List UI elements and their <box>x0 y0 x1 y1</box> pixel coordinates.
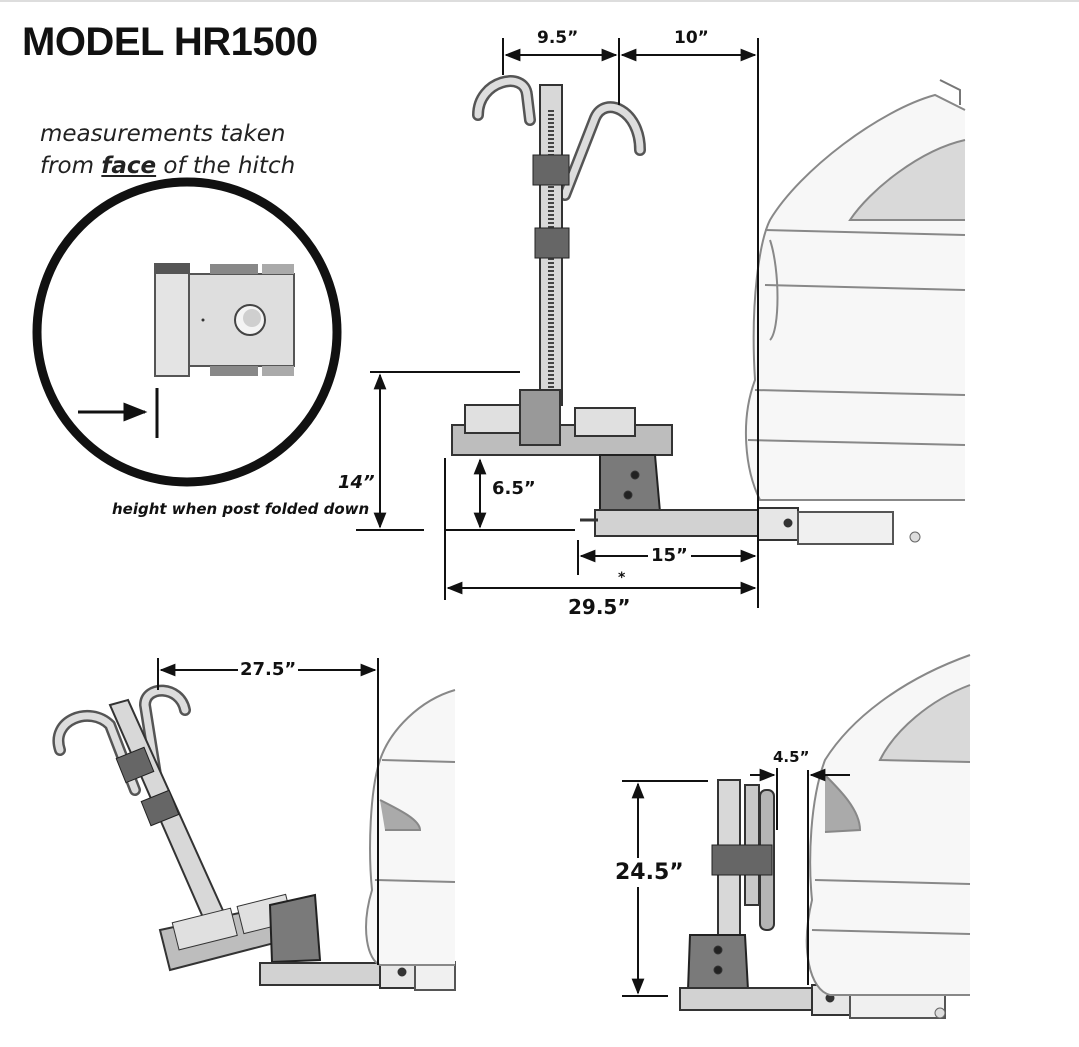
dim-post-to-face: 10” <box>672 28 711 48</box>
rack-upright-view <box>451 75 921 545</box>
note-line-2: from face of the hitch <box>40 153 296 179</box>
dim-stowed-gap: 4.5” <box>773 748 810 766</box>
dim-tray-to-face: 15” <box>648 545 691 566</box>
dim-folded-height: 14” <box>338 472 375 493</box>
dim-tilted-length: 27.5” <box>238 659 299 680</box>
hitch-face-detail <box>32 177 342 487</box>
dim-tray-height: 6.5” <box>492 478 536 499</box>
dim-total-length: 29.5” <box>568 595 631 619</box>
dimension-lines-bottom-right <box>622 768 850 997</box>
dimension-lines-top <box>356 38 759 608</box>
dim-post-spacing: 9.5” <box>535 28 581 48</box>
note-emphasis: face <box>101 153 157 179</box>
dim-total-marker: * <box>618 570 626 586</box>
rack-tilted-view <box>52 684 456 991</box>
dim-stowed-height: 24.5” <box>615 858 684 887</box>
vehicle-rear-top <box>744 79 966 501</box>
vehicle-rear-bottom-left <box>365 689 456 966</box>
note-line-1: measurements taken <box>40 121 286 147</box>
folded-height-caption: height when post folded down <box>112 500 370 518</box>
measurement-note: measurements taken from face of the hitc… <box>40 118 295 182</box>
vehicle-rear-bottom-right <box>805 654 971 996</box>
model-title: MODEL HR1500 <box>22 20 318 64</box>
